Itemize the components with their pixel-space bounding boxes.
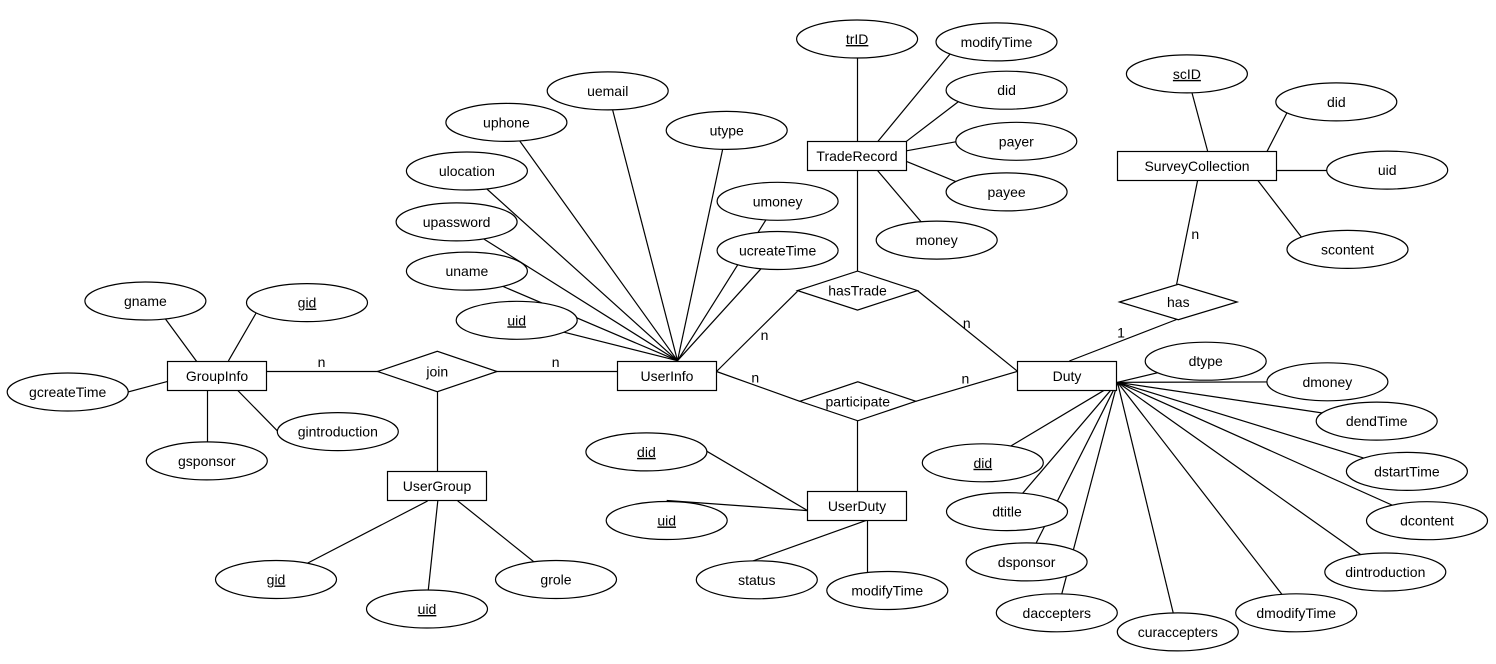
svg-text:scID: scID: [1173, 66, 1201, 82]
svg-text:gid: gid: [298, 295, 317, 311]
svg-text:uid: uid: [507, 312, 526, 328]
svg-text:scontent: scontent: [1321, 241, 1374, 257]
svg-text:did: did: [637, 444, 656, 460]
svg-text:did: did: [997, 82, 1016, 98]
svg-text:UserDuty: UserDuty: [828, 498, 886, 514]
svg-text:Duty: Duty: [1053, 368, 1082, 384]
svg-text:n: n: [751, 370, 759, 386]
svg-text:join: join: [425, 364, 448, 380]
svg-text:UserGroup: UserGroup: [403, 478, 472, 494]
svg-text:GroupInfo: GroupInfo: [186, 368, 248, 384]
svg-text:daccepters: daccepters: [1023, 605, 1091, 621]
svg-text:dstartTime: dstartTime: [1374, 463, 1440, 479]
svg-text:uphone: uphone: [483, 114, 530, 130]
svg-text:did: did: [973, 455, 992, 471]
svg-text:1: 1: [1117, 325, 1125, 341]
svg-text:SurveyCollection: SurveyCollection: [1144, 158, 1249, 174]
svg-text:payee: payee: [988, 184, 1026, 200]
svg-text:n: n: [1191, 226, 1199, 242]
svg-text:status: status: [738, 572, 775, 588]
svg-text:money: money: [916, 232, 958, 248]
svg-text:dcontent: dcontent: [1400, 513, 1454, 529]
svg-text:gname: gname: [124, 293, 167, 309]
svg-text:n: n: [963, 315, 971, 331]
svg-text:hasTrade: hasTrade: [828, 283, 887, 299]
svg-text:upassword: upassword: [423, 214, 491, 230]
svg-text:TradeRecord: TradeRecord: [816, 148, 897, 164]
svg-text:gsponsor: gsponsor: [178, 453, 236, 469]
svg-text:dmoney: dmoney: [1302, 374, 1352, 390]
svg-text:ulocation: ulocation: [439, 163, 495, 179]
svg-text:UserInfo: UserInfo: [641, 368, 694, 384]
svg-text:umoney: umoney: [753, 193, 803, 209]
svg-text:participate: participate: [826, 393, 891, 409]
svg-text:trID: trID: [846, 31, 869, 47]
svg-text:dmodifyTime: dmodifyTime: [1256, 605, 1336, 621]
svg-text:gintroduction: gintroduction: [298, 424, 378, 440]
svg-text:ucreateTime: ucreateTime: [739, 243, 817, 259]
svg-text:utype: utype: [710, 122, 744, 138]
svg-text:did: did: [1327, 94, 1346, 110]
svg-text:uid: uid: [657, 513, 676, 529]
svg-text:modifyTime: modifyTime: [851, 583, 923, 599]
svg-text:dendTime: dendTime: [1346, 413, 1408, 429]
svg-text:grole: grole: [540, 572, 571, 588]
svg-text:dtitle: dtitle: [992, 504, 1022, 520]
svg-text:payer: payer: [999, 133, 1034, 149]
svg-text:curaccepters: curaccepters: [1138, 624, 1218, 640]
svg-text:n: n: [962, 371, 970, 387]
svg-text:n: n: [318, 354, 326, 370]
svg-text:uid: uid: [1378, 162, 1397, 178]
svg-text:gcreateTime: gcreateTime: [29, 384, 107, 400]
svg-text:dsponsor: dsponsor: [998, 554, 1056, 570]
svg-text:uname: uname: [445, 263, 488, 279]
svg-text:uid: uid: [418, 601, 437, 617]
svg-text:has: has: [1167, 294, 1190, 310]
svg-text:dtype: dtype: [1189, 353, 1223, 369]
svg-text:modifyTime: modifyTime: [961, 34, 1033, 50]
svg-text:gid: gid: [267, 572, 286, 588]
svg-text:n: n: [761, 327, 769, 343]
svg-text:uemail: uemail: [587, 83, 628, 99]
svg-text:n: n: [552, 354, 560, 370]
svg-text:dintroduction: dintroduction: [1345, 564, 1425, 580]
